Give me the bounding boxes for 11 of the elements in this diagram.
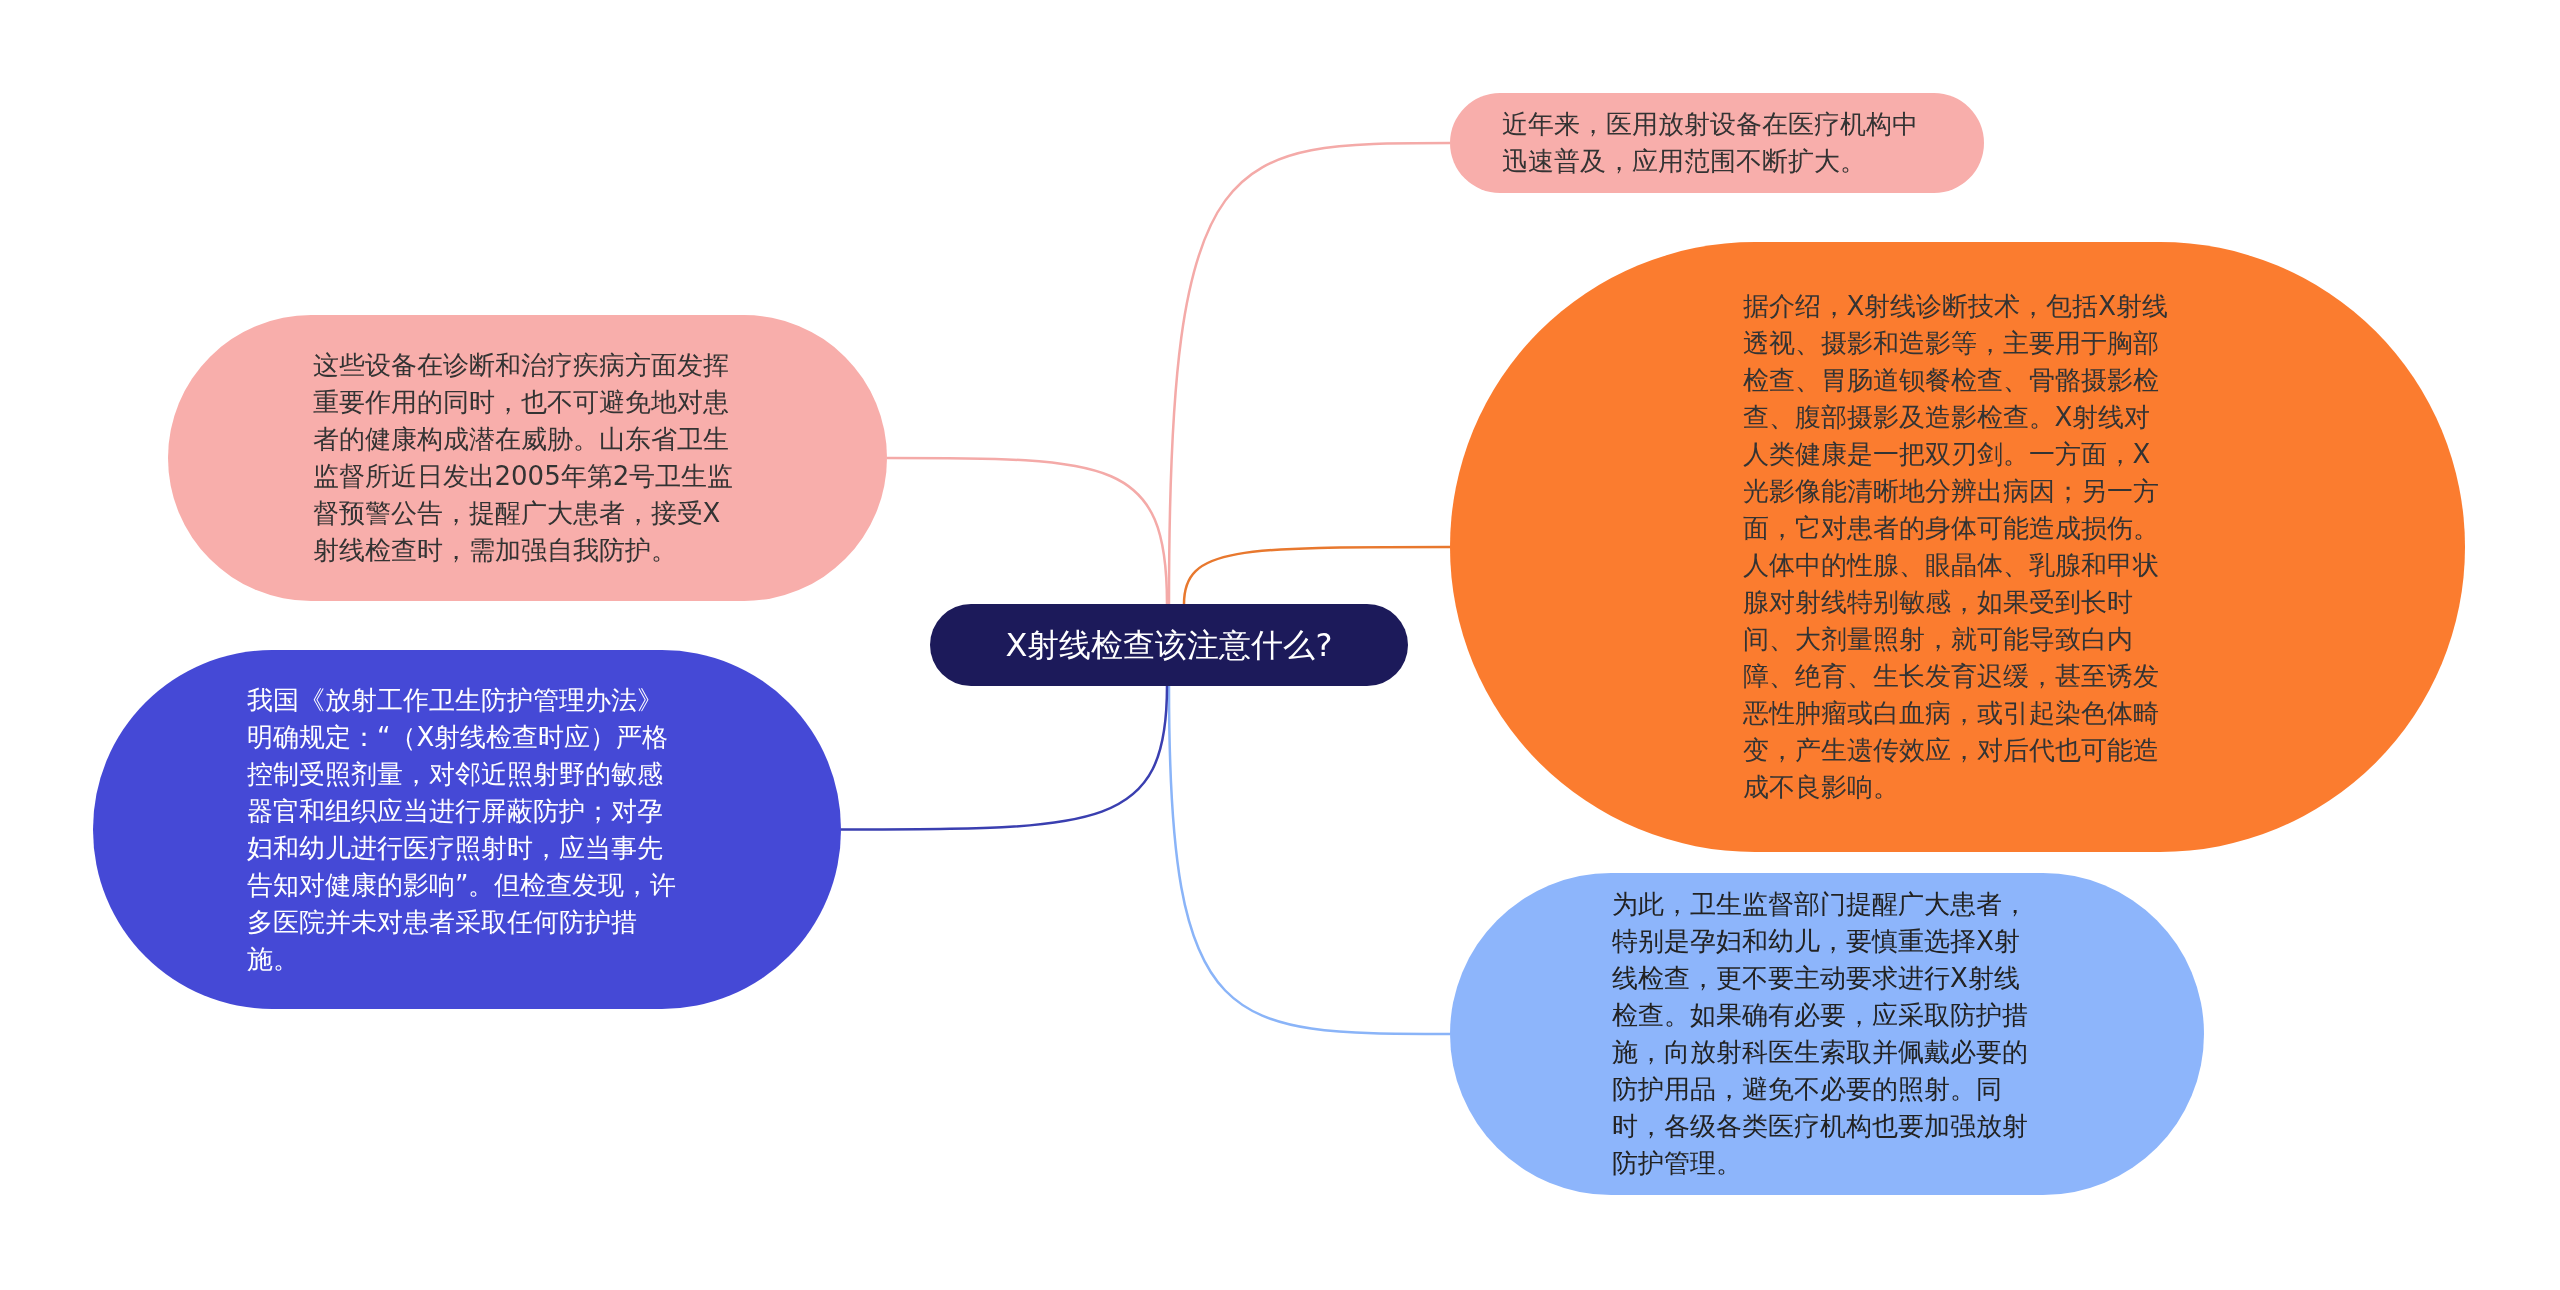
- connector-line: [1167, 686, 1450, 1036]
- topic-text: 为此，卫生监督部门提醒广大患者，特别是孕妇和幼儿，要慎重选择X射线检查，更不要主动要求进行X射线检查。如果确有必要，应采取防护措施，向放射科医生索取并佩戴必要的防护用品，避免不必要的照射。同时，各级各类医疗机构也要加强放射防护管理。: [1612, 888, 2029, 1180]
- topic-title: X射线检查该注意什么?: [1004, 626, 1334, 664]
- connector-line: [887, 456, 1169, 605]
- topic-text: 这些设备在诊断和治疗疾病方面发挥重要作用的同时，也不可避免地对患者的健康构成潜在威胁。山东省卫生监督所近日发出2005年第2号卫生监督预警公告，提醒广大患者，接受X射线检查时，需加强自我防护。: [312, 349, 735, 567]
- topic-text: 近年来，医用放射设备在医疗机构中迅速普及，应用范围不断扩大。: [1502, 108, 1919, 178]
- connector-line: [841, 685, 1169, 831]
- connector-line: [1167, 141, 1450, 604]
- topic-text: 我国《放射工作卫生防护管理办法》明确规定：“（X射线检查时应）严格控制受照剂量，对邻近照射野的敏感器官和组织应当进行屏蔽防护；对孕妇和幼儿进行医疗照射时，应当事先告知对健康的影响”。但检查发现，许多医院并未对患者采取任何防护措施。: [247, 683, 678, 976]
- connector-line: [1182, 545, 1450, 605]
- topic-text: 据介绍，X射线诊断技术，包括X射线透视、摄影和造影等，主要用于胸部检查、胃肠道钡餐检查、骨骼摄影检查、腹部摄影及造影检查。X射线对人类健康是一把双刃剑。一方面，X光影像能清晰地分辨出病因；另一方面，它对患者的身体可能造成损伤。人体中的性腺、眼晶体、乳腺和甲状腺对射线特别敏感，如果受到长时间、大剂量照射，就可能导致白内障、绝育、生长发育迟缓，甚至诱发恶性肿瘤或白血病，或引起染色体畸变，产生遗传效应，对后代也可能造成不良影响。: [1742, 290, 2170, 804]
